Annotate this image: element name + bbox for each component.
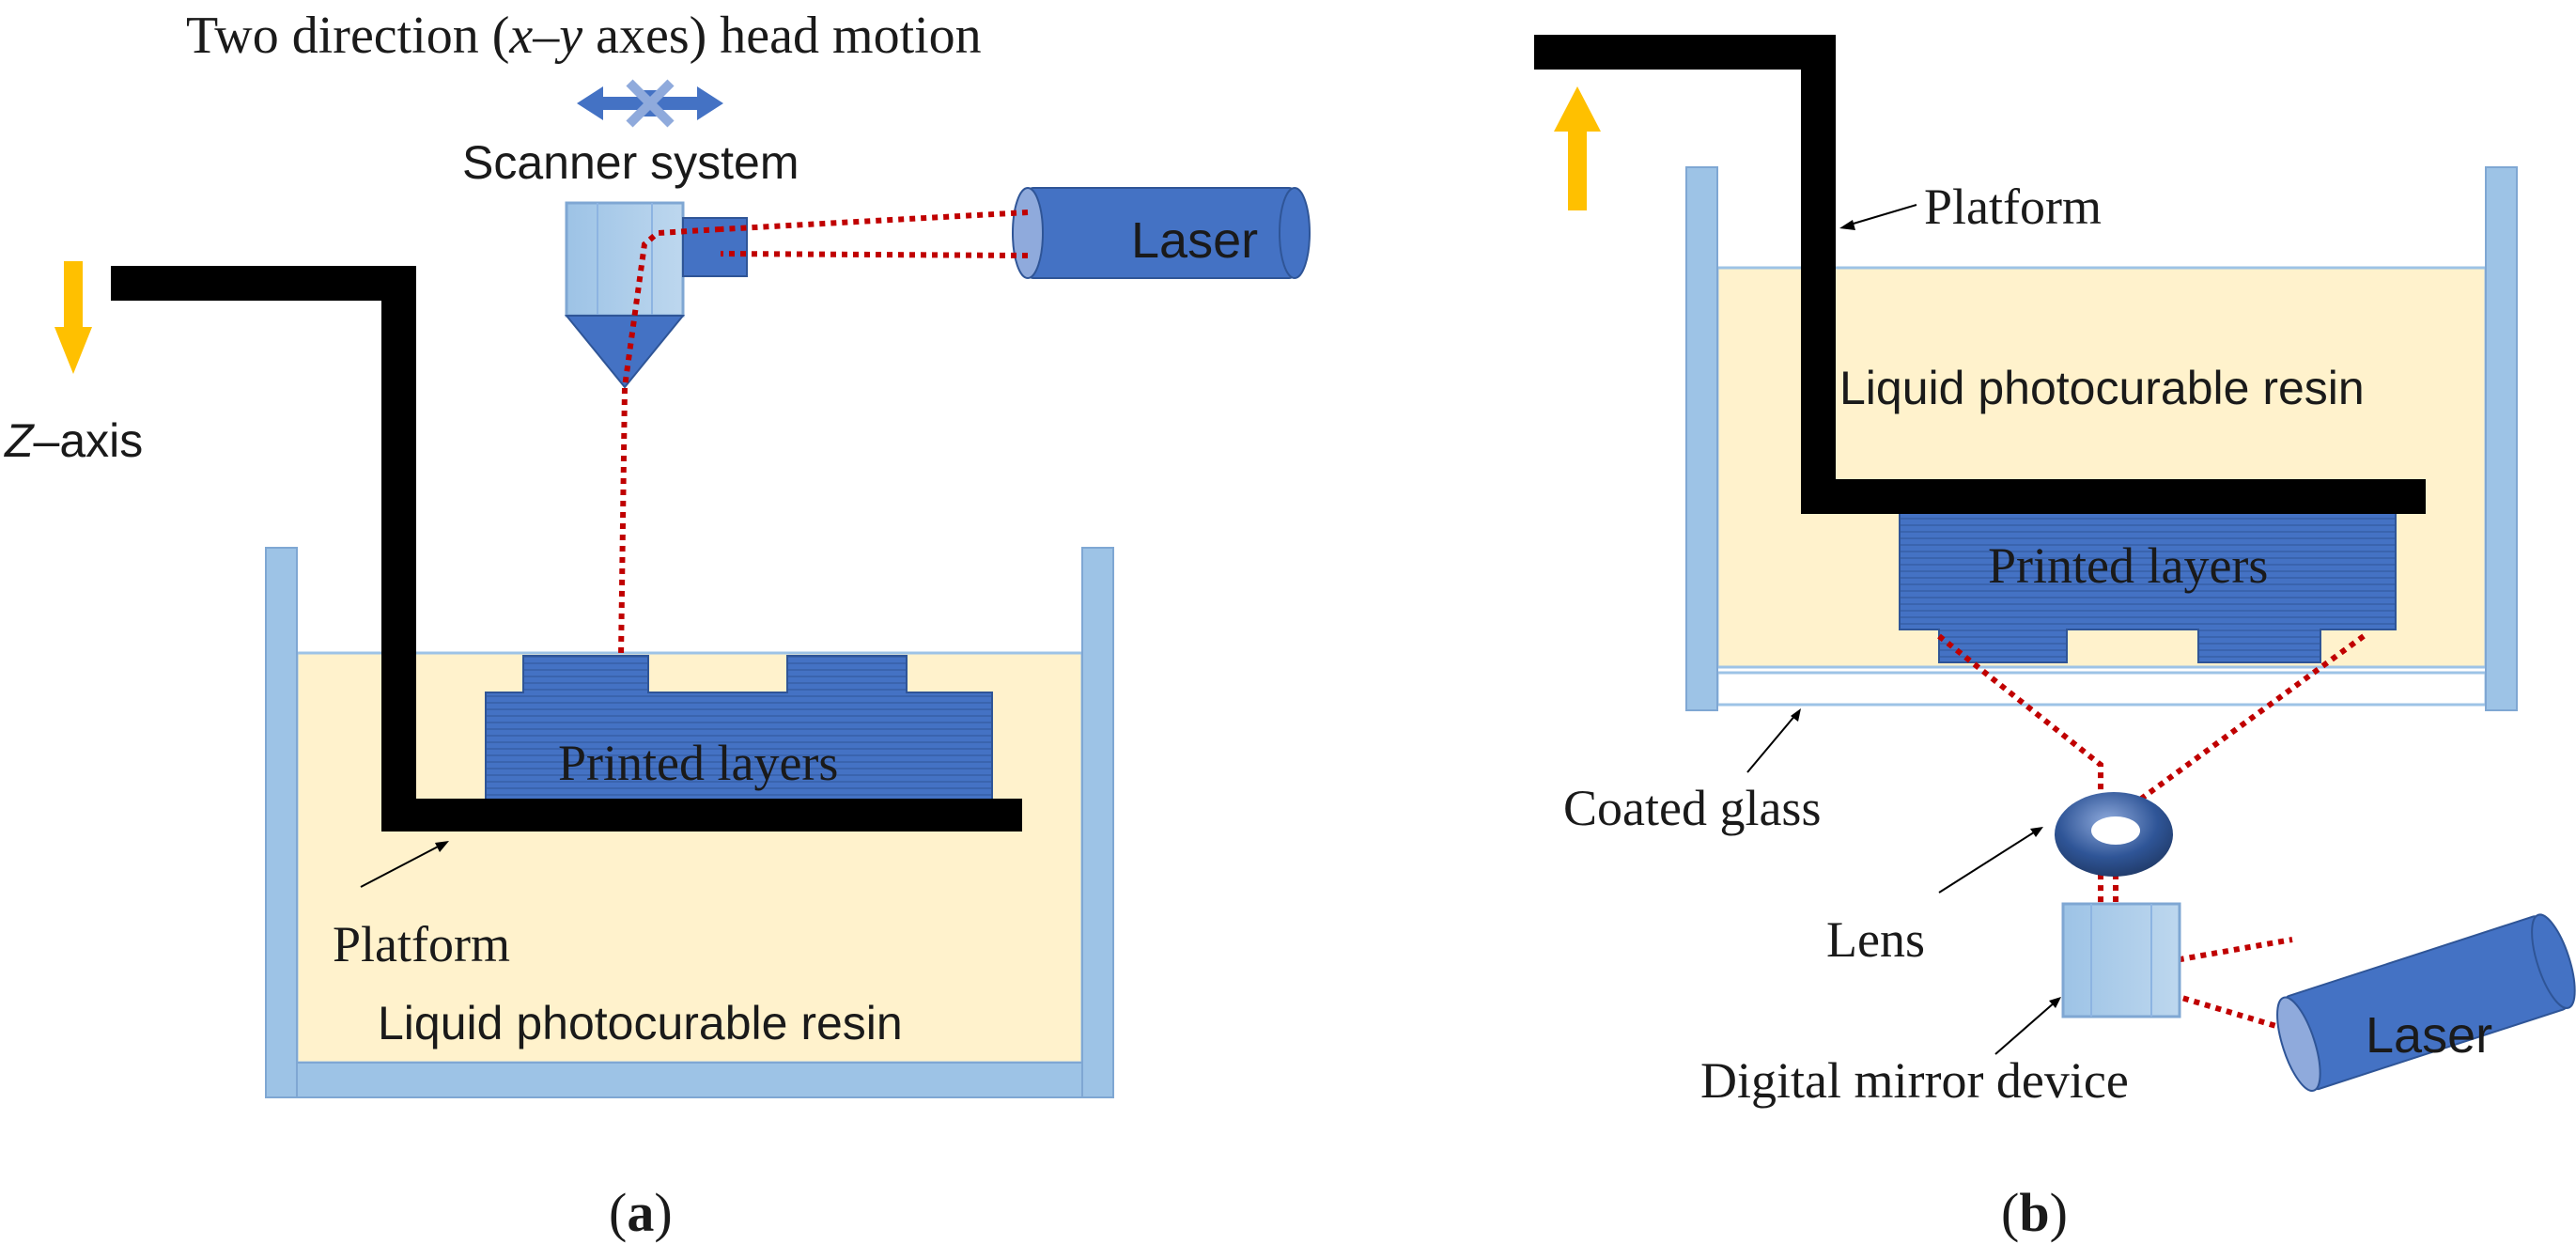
panel-a: Two direction (x–y axes) head motion Sca… [4, 7, 1311, 1243]
laser-label-a: Laser [1131, 212, 1258, 269]
laser-a [1012, 187, 1311, 279]
laser-b [2276, 913, 2576, 1092]
platform-label-b: Platform [1924, 179, 2102, 235]
printed-layers-label-b: Printed layers [1988, 537, 2268, 594]
scanner-port [682, 217, 748, 277]
caption-a: (a) [609, 1182, 673, 1243]
platform-pointer-a [360, 841, 449, 888]
caption-b: (b) [2001, 1182, 2068, 1243]
coated-glass-label: Coated glass [1563, 780, 1821, 836]
scanner-body [565, 201, 685, 318]
coated-glass [1715, 671, 2488, 707]
up-arrow-icon [1554, 86, 1601, 210]
platform-a [111, 266, 1022, 832]
tank-wall-left-a [265, 547, 298, 1098]
tank-wall-left-b [1685, 166, 1718, 711]
printed-layers-label-a: Printed layers [558, 735, 838, 791]
platform-pointer-b [1839, 204, 1917, 230]
platform-label-a: Platform [333, 916, 510, 972]
resin-label-b: Liquid photocurable resin [1839, 362, 2365, 414]
scanner-nozzle [564, 315, 686, 389]
lens-pointer [1938, 827, 2043, 894]
resin-label-a: Liquid photocurable resin [378, 997, 903, 1049]
tank-wall-right-a [1081, 547, 1114, 1098]
laser-label-b: Laser [2366, 1007, 2492, 1064]
tank-bottom-a [296, 1062, 1083, 1098]
scanner-system [564, 201, 748, 389]
tank-wall-right-b [2485, 166, 2518, 711]
coated-glass-pointer [1746, 708, 1801, 773]
laser-beam-a [618, 210, 1029, 659]
torus-lens-icon [2055, 792, 2173, 877]
cross-arrows-icon [577, 79, 723, 128]
printed-layers-b [1899, 508, 2397, 663]
motion-label: Two direction (x–y axes) head motion [186, 7, 982, 65]
lens-label: Lens [1826, 911, 1925, 968]
platform-b [1534, 35, 2426, 514]
dmd-pointer [1994, 997, 2061, 1055]
scanner-label: Scanner system [462, 136, 799, 189]
digital-mirror-device [2061, 902, 2181, 1018]
dmd-label: Digital mirror device [1700, 1052, 2129, 1109]
z-axis-label: Z–axis [4, 414, 143, 467]
panel-b: Platform Liquid photocurable resin Print… [1534, 35, 2576, 1243]
down-arrow-icon [54, 261, 92, 374]
